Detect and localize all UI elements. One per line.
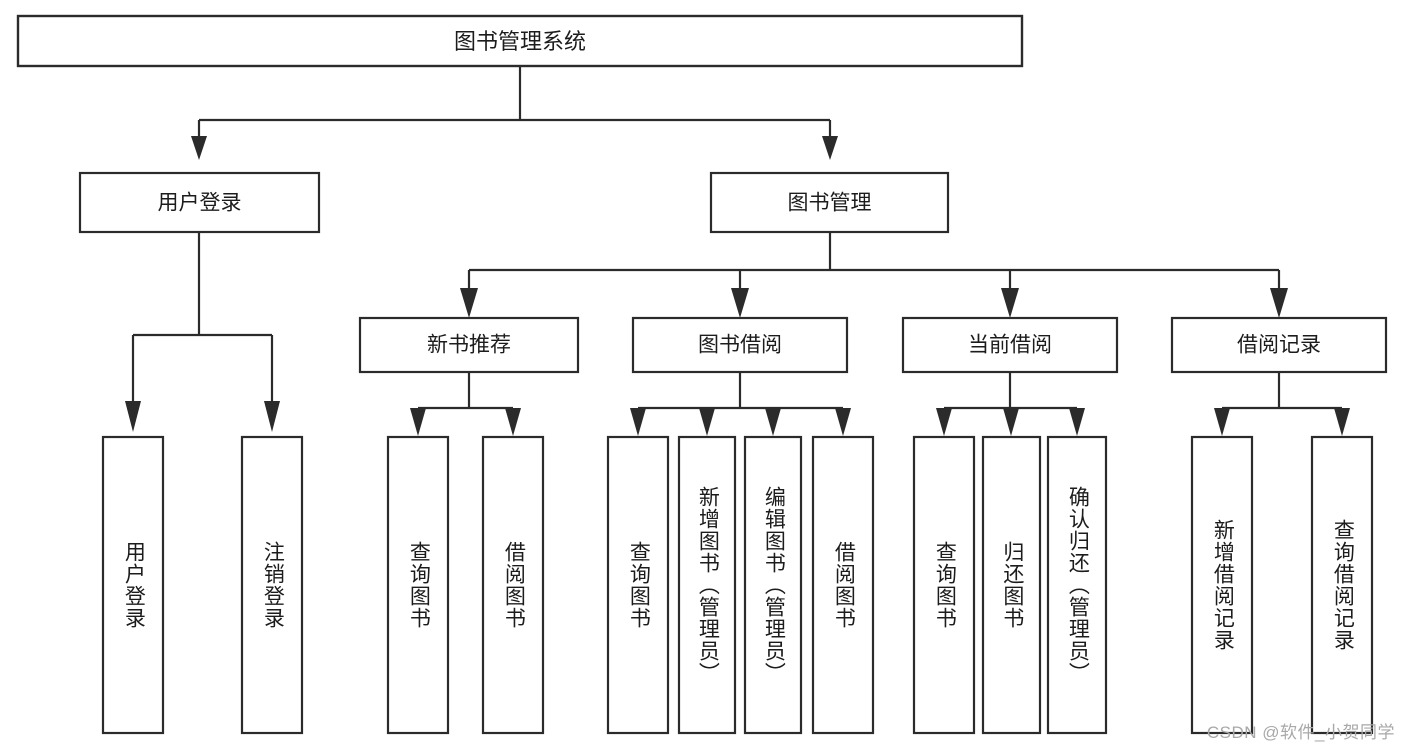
node-current-borrow[interactable] xyxy=(901,316,1119,374)
leaf-box-user-login-logout[interactable] xyxy=(240,435,304,735)
node-book-management-label: 图书管理 xyxy=(788,192,872,215)
arrow-head-borrowrecord-leaf-2 xyxy=(1334,408,1350,436)
leaf-box-bookborrow-borrow[interactable] xyxy=(811,435,875,735)
leaf-box-bookborrow-edit[interactable] xyxy=(743,435,803,735)
connector-bookborrow-to-leaves xyxy=(630,372,851,436)
arrow-head-to-new-book xyxy=(460,288,478,318)
leaf-box-newbook-borrow[interactable] xyxy=(481,435,545,735)
connector-newbook-to-leaves xyxy=(410,372,521,436)
arrow-head-currentborrow-leaf-2 xyxy=(1003,408,1019,436)
leaf-box-borrowrecord-add[interactable] xyxy=(1190,435,1254,735)
connector-userlogin-to-leaves xyxy=(125,232,280,432)
arrow-head-to-user-login xyxy=(191,136,207,160)
connector-root-to-level2 xyxy=(191,66,838,160)
arrow-head-userlogin-leaf-1 xyxy=(125,401,141,432)
arrow-head-bookborrow-leaf-1 xyxy=(630,408,646,436)
node-borrow-record[interactable] xyxy=(1170,316,1388,374)
arrow-head-userlogin-leaf-2 xyxy=(264,401,280,432)
leaf-box-user-login-login[interactable] xyxy=(101,435,165,735)
arrow-head-newbook-leaf-2 xyxy=(505,408,521,436)
connector-borrowrecord-to-leaves xyxy=(1214,372,1350,436)
arrow-head-bookborrow-leaf-3 xyxy=(765,408,781,436)
node-user-login-label: 用户登录 xyxy=(158,192,242,215)
arrow-head-currentborrow-leaf-1 xyxy=(936,408,952,436)
node-book-borrow[interactable] xyxy=(631,316,849,374)
arrow-head-to-current-borrow xyxy=(1001,288,1019,318)
leaf-box-currentborrow-confirm[interactable] xyxy=(1046,435,1108,735)
node-user-login[interactable] xyxy=(78,171,321,234)
node-book-management[interactable] xyxy=(709,171,950,234)
arrow-head-to-book-manage xyxy=(822,136,838,160)
leaf-box-borrowrecord-query[interactable] xyxy=(1310,435,1374,735)
node-new-book-recommend[interactable] xyxy=(358,316,580,374)
arrow-head-newbook-leaf-1 xyxy=(410,408,426,436)
arrow-head-to-book-borrow xyxy=(731,288,749,318)
connector-currentborrow-to-leaves xyxy=(936,372,1085,436)
node-root-book-management-system[interactable] xyxy=(16,14,1024,68)
node-book-borrow-label: 图书借阅 xyxy=(698,334,782,357)
leaf-box-bookborrow-add[interactable] xyxy=(677,435,737,735)
leaf-box-currentborrow-return[interactable] xyxy=(981,435,1042,735)
csdn-watermark: CSDN @软件_小贺同学 xyxy=(1206,723,1395,742)
node-new-book-recommend-label: 新书推荐 xyxy=(427,334,511,357)
arrow-head-currentborrow-leaf-3 xyxy=(1069,408,1085,436)
leaf-box-currentborrow-query[interactable] xyxy=(912,435,976,735)
node-borrow-record-label: 借阅记录 xyxy=(1237,334,1321,357)
leaf-box-bookborrow-query[interactable] xyxy=(606,435,670,735)
connector-bookmanage-to-level3 xyxy=(460,232,1288,318)
arrow-head-bookborrow-leaf-2 xyxy=(699,408,715,436)
arrow-head-borrowrecord-leaf-1 xyxy=(1214,408,1230,436)
node-root-label: 图书管理系统 xyxy=(454,29,586,54)
arrow-head-bookborrow-leaf-4 xyxy=(835,408,851,436)
arrow-head-to-borrow-record xyxy=(1270,288,1288,318)
node-current-borrow-label: 当前借阅 xyxy=(968,334,1052,357)
leaf-box-newbook-query[interactable] xyxy=(386,435,450,735)
